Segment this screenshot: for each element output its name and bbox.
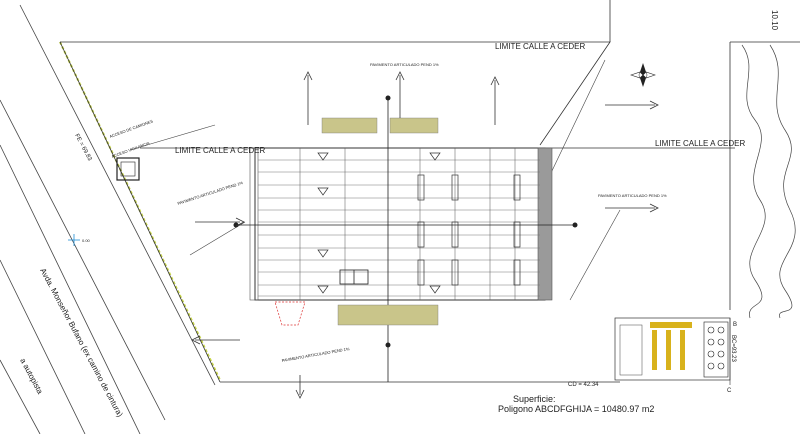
- axes: [235, 98, 575, 382]
- avenue-name-label: Avda. Monseñor Bufano (ex camino de cint…: [38, 267, 125, 419]
- blue-marker-label: 0.00: [82, 238, 91, 243]
- direction-arrows: [191, 71, 659, 399]
- autopista-label: a autopista: [18, 357, 45, 396]
- guard-booth-inner: [120, 161, 136, 177]
- hatch-area-bottom: [337, 304, 439, 326]
- diagonal-ramp-lines: [129, 59, 621, 301]
- superficie-value: Poligono ABCDFGHIJA = 10480.97 m2: [498, 404, 654, 414]
- limite-calle-mid-left: LIMITE CALLE A CEDER: [175, 146, 265, 155]
- warehouse-building: [249, 147, 553, 301]
- limite-calle-top: LIMITE CALLE A CEDER: [495, 42, 585, 51]
- guard-booth: [116, 157, 140, 181]
- fe-value-label: FE = 69.83: [73, 133, 92, 162]
- terrain-contours: [741, 44, 796, 319]
- red-dashed-outline: [274, 301, 306, 326]
- axis-marker-top: [385, 95, 391, 101]
- point-c-label: C: [727, 388, 732, 394]
- point-b-label: B: [733, 322, 737, 328]
- blue-level-marker: [68, 234, 80, 246]
- cd-value-label: CD = 42.34: [568, 382, 599, 388]
- bc-value-label: BC=93.23: [730, 335, 736, 363]
- axis-marker-left: [233, 222, 239, 228]
- pavimento-right-label: PAVIMENTO ARTICULADO PEND 1%: [598, 193, 667, 198]
- hatch-area-top-left: [321, 117, 378, 134]
- property-boundary: [59, 0, 800, 383]
- acceso-vigilancia-label: ACCESO VIGILANCIA: [111, 140, 151, 159]
- axis-marker-right: [572, 222, 578, 228]
- pavimento-bottom-label: PAVIMENTO ARTICULADO PEND 1%: [281, 346, 350, 363]
- hatch-area-top-right: [389, 117, 439, 134]
- pavimento-left-label: PAVIMENTO ARTICULADO PEND 1%: [177, 180, 244, 206]
- superficie-title: Superficie:: [513, 394, 556, 404]
- value-right-label: 10.10: [770, 10, 779, 31]
- north-compass-rose-icon: [630, 63, 656, 87]
- pavimento-top-label: PAVIMENTO ARTICULADO PEND 1%: [370, 62, 439, 67]
- acceso-camiones-label: ACCESO DE CAMIONES: [109, 118, 154, 139]
- street-lines: [0, 4, 216, 434]
- lower-right-block: [614, 317, 731, 385]
- limite-calle-mid-right: LIMITE CALLE A CEDER: [655, 139, 745, 148]
- axis-marker-bottom: [385, 342, 391, 348]
